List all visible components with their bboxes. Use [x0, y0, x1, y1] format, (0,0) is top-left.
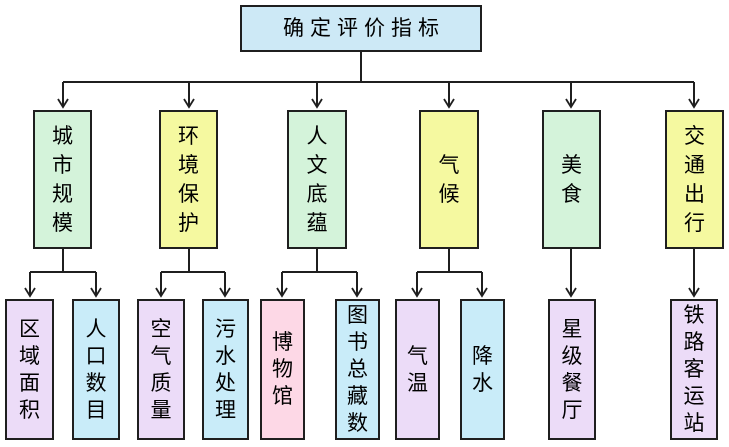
node-area: 区域面积 — [5, 299, 54, 440]
node-environment: 环境保护 — [159, 110, 218, 249]
node-climate: 气候 — [419, 110, 479, 249]
node-precipitation: 降水 — [460, 299, 505, 440]
node-restaurants-label: 星级餐厅 — [561, 316, 583, 422]
node-population-label: 人口数目 — [85, 316, 107, 422]
node-temperature-label: 气温 — [406, 343, 428, 395]
node-air-quality: 空气质量 — [137, 299, 185, 440]
node-climate-label: 气候 — [438, 152, 460, 206]
node-area-label: 区域面积 — [18, 316, 40, 422]
node-railway-station: 铁路客运站 — [670, 299, 718, 440]
node-precipitation-label: 降水 — [471, 343, 493, 395]
node-food-label: 美食 — [560, 152, 582, 206]
node-city-scale: 城市规模 — [33, 110, 92, 249]
node-museum-label: 博物馆 — [271, 330, 293, 408]
node-restaurants: 星级餐厅 — [548, 299, 596, 440]
node-temperature: 气温 — [395, 299, 440, 440]
node-food: 美食 — [542, 110, 601, 249]
node-culture-label: 人文底蕴 — [306, 123, 328, 235]
node-culture: 人文底蕴 — [287, 110, 347, 249]
node-transport: 交通出行 — [665, 110, 724, 249]
node-library-books-label: 图书总藏数 — [346, 303, 368, 435]
node-root: 确定评价指标 — [240, 5, 482, 52]
node-museum: 博物馆 — [260, 299, 305, 440]
node-sewage: 污水处理 — [202, 299, 249, 440]
node-environment-label: 环境保护 — [177, 123, 199, 235]
node-railway-station-label: 铁路客运站 — [683, 303, 705, 435]
node-air-quality-label: 空气质量 — [150, 316, 172, 422]
node-population: 人口数目 — [72, 299, 120, 440]
node-transport-label: 交通出行 — [683, 123, 705, 235]
node-root-label: 确定评价指标 — [283, 16, 445, 40]
node-library-books: 图书总藏数 — [335, 299, 380, 440]
node-city-scale-label: 城市规模 — [51, 123, 73, 235]
node-sewage-label: 污水处理 — [214, 316, 236, 422]
